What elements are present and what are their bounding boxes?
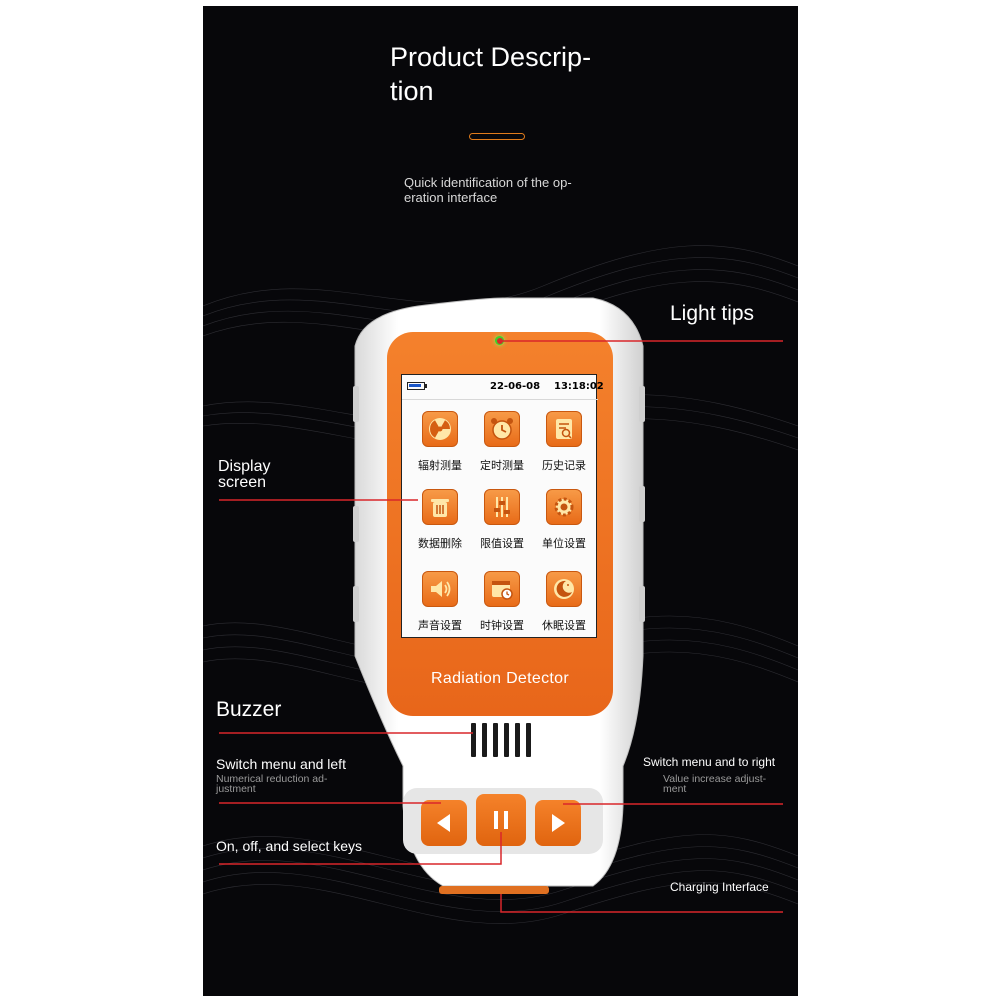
callout-buzzer: Buzzer [216, 698, 282, 721]
menu-unit-settings[interactable]: 单位设置 [534, 489, 594, 559]
menu-clock-settings[interactable]: 时钟设置 [472, 571, 532, 641]
callout-switch-left-sub: Numerical reduction ad- justment [216, 773, 328, 795]
menu-label: 单位设置 [542, 537, 586, 550]
menu-label: 声音设置 [418, 619, 462, 632]
sliders-icon [484, 489, 520, 525]
battery-icon [407, 382, 425, 390]
title-divider [469, 133, 525, 140]
menu-radiation-measure[interactable]: 辐射测量 [410, 411, 470, 481]
menu-timed-measure[interactable]: 定时测量 [472, 411, 532, 481]
calendar-clock-icon [484, 571, 520, 607]
history-icon [546, 411, 582, 447]
status-bar: 22-06-08 13:18:02 [402, 375, 604, 400]
callout-switch-right-sub: Value increase adjust- ment [663, 773, 767, 795]
status-time: 13:18:02 [554, 381, 604, 392]
menu-sleep-settings[interactable]: 休眠设置 [534, 571, 594, 641]
radiation-icon [422, 411, 458, 447]
page-title: Product Descrip- tion [390, 42, 592, 106]
menu-history[interactable]: 历史记录 [534, 411, 594, 481]
menu-label: 辐射测量 [418, 459, 462, 472]
menu-label: 定时测量 [480, 459, 524, 472]
speaker-icon [422, 571, 458, 607]
pause-icon [494, 811, 508, 829]
gear-icon [546, 489, 582, 525]
callout-switch-left: Switch menu and left [216, 756, 346, 772]
menu-limit-settings[interactable]: 限值设置 [472, 489, 532, 559]
menu-label: 限值设置 [480, 537, 524, 550]
alarm-clock-icon [484, 411, 520, 447]
menu-label: 历史记录 [542, 459, 586, 472]
menu-label: 时钟设置 [480, 619, 524, 632]
callout-switch-right: Switch menu and to right [643, 755, 776, 769]
page-subtitle: Quick identification of the op- eration … [404, 175, 572, 205]
status-date: 22-06-08 [490, 381, 541, 392]
menu-sound-settings[interactable]: 声音设置 [410, 571, 470, 641]
callout-display-screen: Display screen [218, 458, 271, 491]
callout-charging: Charging Interface [670, 880, 769, 894]
product-description-panel: Product Descrip- tion Quick identificati… [203, 6, 798, 996]
left-arrow-icon [437, 814, 450, 832]
callout-on-off: On, off, and select keys [216, 838, 363, 854]
right-arrow-icon [552, 814, 565, 832]
callout-light-tips: Light tips [670, 302, 755, 325]
menu-data-delete[interactable]: 数据删除 [410, 489, 470, 559]
right-button[interactable] [535, 800, 581, 846]
callout-lines [219, 338, 783, 913]
device-brand-label: Radiation Detector [431, 670, 569, 687]
trash-icon [422, 489, 458, 525]
moon-icon [546, 571, 582, 607]
left-button[interactable] [421, 800, 467, 846]
display-screen: 22-06-08 13:18:02 辐射测量 定时测量 历史记录 [401, 374, 604, 641]
menu-label: 休眠设置 [542, 619, 586, 632]
menu-label: 数据删除 [418, 537, 462, 550]
